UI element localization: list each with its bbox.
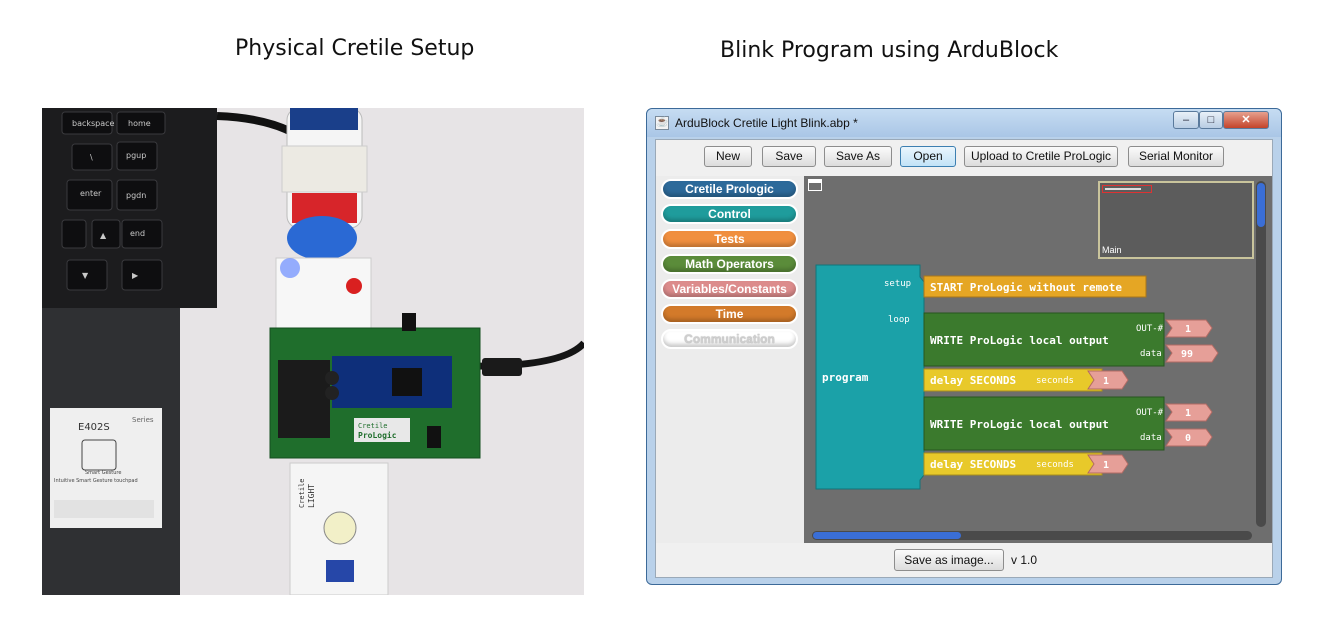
toolbar: New Save Save As Open Upload to Cretile …: [656, 140, 1272, 172]
key-label: pgup: [126, 151, 146, 160]
seconds-value: 1: [1103, 376, 1109, 387]
physical-setup-photo: backspace home \ pgup enter pgdn end ▶ ▼…: [42, 108, 584, 595]
maximize-button[interactable]: □: [1199, 111, 1223, 129]
minimap-viewport[interactable]: [1102, 185, 1152, 193]
palette-time[interactable]: Time: [661, 304, 798, 324]
new-button[interactable]: New: [704, 146, 752, 167]
svg-text:ProLogic: ProLogic: [358, 430, 397, 440]
write-output-block-1[interactable]: WRITE ProLogic local output OUT-# data 1…: [923, 312, 1219, 367]
svg-text:▲: ▲: [100, 231, 107, 240]
seconds-param-label: seconds: [1036, 376, 1074, 386]
close-button[interactable]: ✕: [1223, 111, 1269, 129]
block-workspace[interactable]: program setup loop START ProLogic withou…: [804, 176, 1272, 543]
delay-block-label: delay SECONDS: [930, 458, 1016, 471]
horizontal-scroll-thumb[interactable]: [813, 532, 961, 539]
horizontal-scrollbar[interactable]: [812, 531, 1252, 540]
data-param-label: data: [1140, 349, 1162, 359]
palette-variables-constants[interactable]: Variables/Constants: [661, 279, 798, 299]
key-label: home: [128, 119, 151, 128]
palette-tests[interactable]: Tests: [661, 229, 798, 249]
status-bar: Save as image... v 1.0: [656, 543, 1272, 577]
svg-text:E402S: E402S: [78, 422, 110, 433]
caption-blink-program: Blink Program using ArduBlock: [720, 38, 1059, 63]
workspace-minimap[interactable]: Main: [1098, 181, 1254, 259]
write-block-label: WRITE ProLogic local output: [930, 334, 1109, 347]
caption-physical-setup: Physical Cretile Setup: [235, 36, 475, 61]
program-label: program: [822, 371, 869, 384]
save-as-button[interactable]: Save As: [824, 146, 892, 167]
key-label: pgdn: [126, 191, 146, 200]
key-label: \: [90, 153, 93, 162]
data-value: 99: [1181, 349, 1193, 360]
palette-math-operators[interactable]: Math Operators: [661, 254, 798, 274]
java-cup-icon: ☕: [655, 116, 669, 130]
collapse-palette-icon[interactable]: [808, 179, 822, 191]
title-bar[interactable]: ☕ ArduBlock Cretile Light Blink.abp * – …: [647, 109, 1281, 137]
program-block[interactable]: program setup loop: [815, 264, 925, 490]
key-label: enter: [80, 189, 102, 198]
key-label: backspace: [72, 119, 115, 128]
version-label: v 1.0: [1011, 553, 1038, 567]
delay-block-2[interactable]: delay SECONDS seconds 1: [923, 452, 1129, 476]
write-output-block-2[interactable]: WRITE ProLogic local output OUT-# data 1…: [923, 396, 1213, 451]
write-block-label: WRITE ProLogic local output: [930, 418, 1109, 431]
loop-label: loop: [888, 315, 910, 325]
svg-text:LIGHT: LIGHT: [307, 484, 316, 508]
block-palette: Cretile Prologic Control Tests Math Oper…: [656, 176, 804, 543]
data-param-label: data: [1140, 433, 1162, 443]
minimize-button[interactable]: –: [1173, 111, 1199, 129]
serial-monitor-button[interactable]: Serial Monitor: [1128, 146, 1224, 167]
svg-text:Series: Series: [132, 416, 154, 424]
seconds-value: 1: [1103, 460, 1109, 471]
out-param-label: OUT-#: [1136, 408, 1164, 418]
palette-cretile-prologic[interactable]: Cretile Prologic: [661, 179, 798, 199]
palette-control[interactable]: Control: [661, 204, 798, 224]
out-value: 1: [1185, 408, 1191, 419]
save-button[interactable]: Save: [762, 146, 816, 167]
start-prologic-block[interactable]: START ProLogic without remote: [923, 275, 1147, 298]
vertical-scrollbar[interactable]: [1256, 181, 1266, 527]
svg-text:Cretile: Cretile: [298, 478, 306, 508]
svg-text:Cretile: Cretile: [358, 422, 388, 430]
save-as-image-button[interactable]: Save as image...: [894, 549, 1004, 571]
out-param-label: OUT-#: [1136, 324, 1164, 334]
upload-button[interactable]: Upload to Cretile ProLogic: [964, 146, 1118, 167]
out-value: 1: [1185, 324, 1191, 335]
minimap-label: Main: [1102, 245, 1122, 255]
vertical-scroll-thumb[interactable]: [1257, 183, 1265, 227]
ardublock-window: ☕ ArduBlock Cretile Light Blink.abp * – …: [646, 108, 1282, 585]
setup-label: setup: [884, 279, 911, 289]
palette-communication[interactable]: Communication: [661, 329, 798, 349]
open-button[interactable]: Open: [900, 146, 956, 167]
svg-text:▶: ▶: [132, 271, 139, 280]
window-title: ArduBlock Cretile Light Blink.abp *: [675, 116, 858, 130]
start-block-label: START ProLogic without remote: [930, 281, 1122, 294]
delay-block-1[interactable]: delay SECONDS seconds 1: [923, 368, 1129, 392]
svg-text:Intuitive Smart Gesture touchp: Intuitive Smart Gesture touchpad: [54, 478, 138, 484]
key-label: end: [130, 229, 145, 238]
svg-text:▼: ▼: [82, 271, 89, 280]
window-client: New Save Save As Open Upload to Cretile …: [655, 139, 1273, 578]
delay-block-label: delay SECONDS: [930, 374, 1016, 387]
seconds-param-label: seconds: [1036, 460, 1074, 470]
data-value: 0: [1185, 433, 1191, 444]
svg-text:Smart Gesture: Smart Gesture: [85, 470, 121, 476]
